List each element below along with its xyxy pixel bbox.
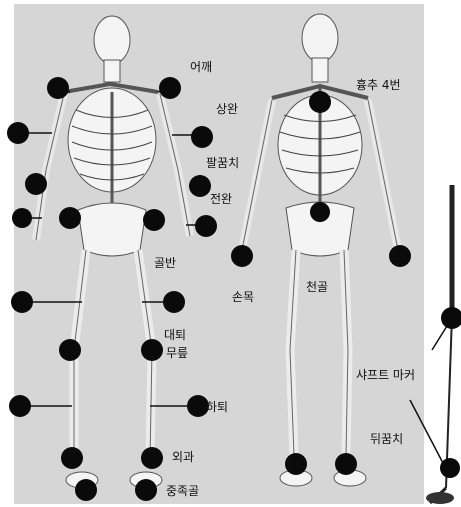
marker-right-upper-arm (7, 122, 29, 144)
marker-left-heel (335, 453, 357, 475)
marker-right-wrist-back (231, 245, 253, 267)
marker-right-metatarsal (75, 479, 97, 501)
club-head (426, 492, 454, 504)
label-thigh: 대퇴 (164, 328, 186, 342)
marker-left-shoulder (159, 77, 181, 99)
marker-right-shoulder (47, 77, 69, 99)
marker-shaft-lower (440, 458, 460, 478)
marker-right-thigh (11, 291, 33, 313)
marker-left-knee (141, 339, 163, 361)
marker-sacrum (310, 202, 330, 222)
label-pelvis: 골반 (154, 256, 176, 270)
front-skull (94, 16, 130, 64)
marker-right-heel (285, 453, 307, 475)
marker-left-wrist-back (389, 245, 411, 267)
front-pelvis (78, 203, 146, 256)
marker-left-metatarsal (135, 479, 157, 501)
label-shaft-marker: 샤프트 마커 (356, 368, 415, 382)
marker-right-knee (59, 339, 81, 361)
label-thoracic4: 흉추 4번 (356, 78, 401, 92)
label-knee: 무릎 (166, 346, 188, 360)
marker-left-elbow (189, 175, 211, 197)
marker-right-wrist-front (59, 207, 81, 229)
label-shank: 하퇴 (206, 400, 228, 414)
marker-shaft-upper (441, 307, 461, 329)
label-shoulder: 어깨 (190, 60, 212, 74)
marker-right-shank (9, 395, 31, 417)
marker-right-elbow (25, 173, 47, 195)
label-ankle: 외과 (172, 450, 194, 464)
marker-left-ankle (141, 447, 163, 469)
label-sacrum: 천골 (306, 280, 328, 294)
front-neck (104, 60, 120, 82)
marker-left-wrist-front (143, 209, 165, 231)
label-heel: 뒤꿈치 (370, 432, 403, 446)
label-wrist: 손목 (232, 290, 254, 304)
label-forearm: 전완 (210, 192, 232, 206)
marker-left-forearm (195, 215, 217, 237)
label-metatarsal: 중족골 (166, 484, 199, 498)
back-neck (312, 58, 328, 82)
marker-right-forearm (12, 208, 32, 228)
marker-thoracic4 (309, 91, 331, 113)
label-elbow: 팔꿈치 (206, 156, 239, 170)
marker-left-thigh (163, 291, 185, 313)
marker-right-ankle (61, 447, 83, 469)
label-upper-arm: 상완 (216, 102, 238, 116)
back-skull (302, 14, 338, 62)
marker-left-upper-arm (191, 126, 213, 148)
